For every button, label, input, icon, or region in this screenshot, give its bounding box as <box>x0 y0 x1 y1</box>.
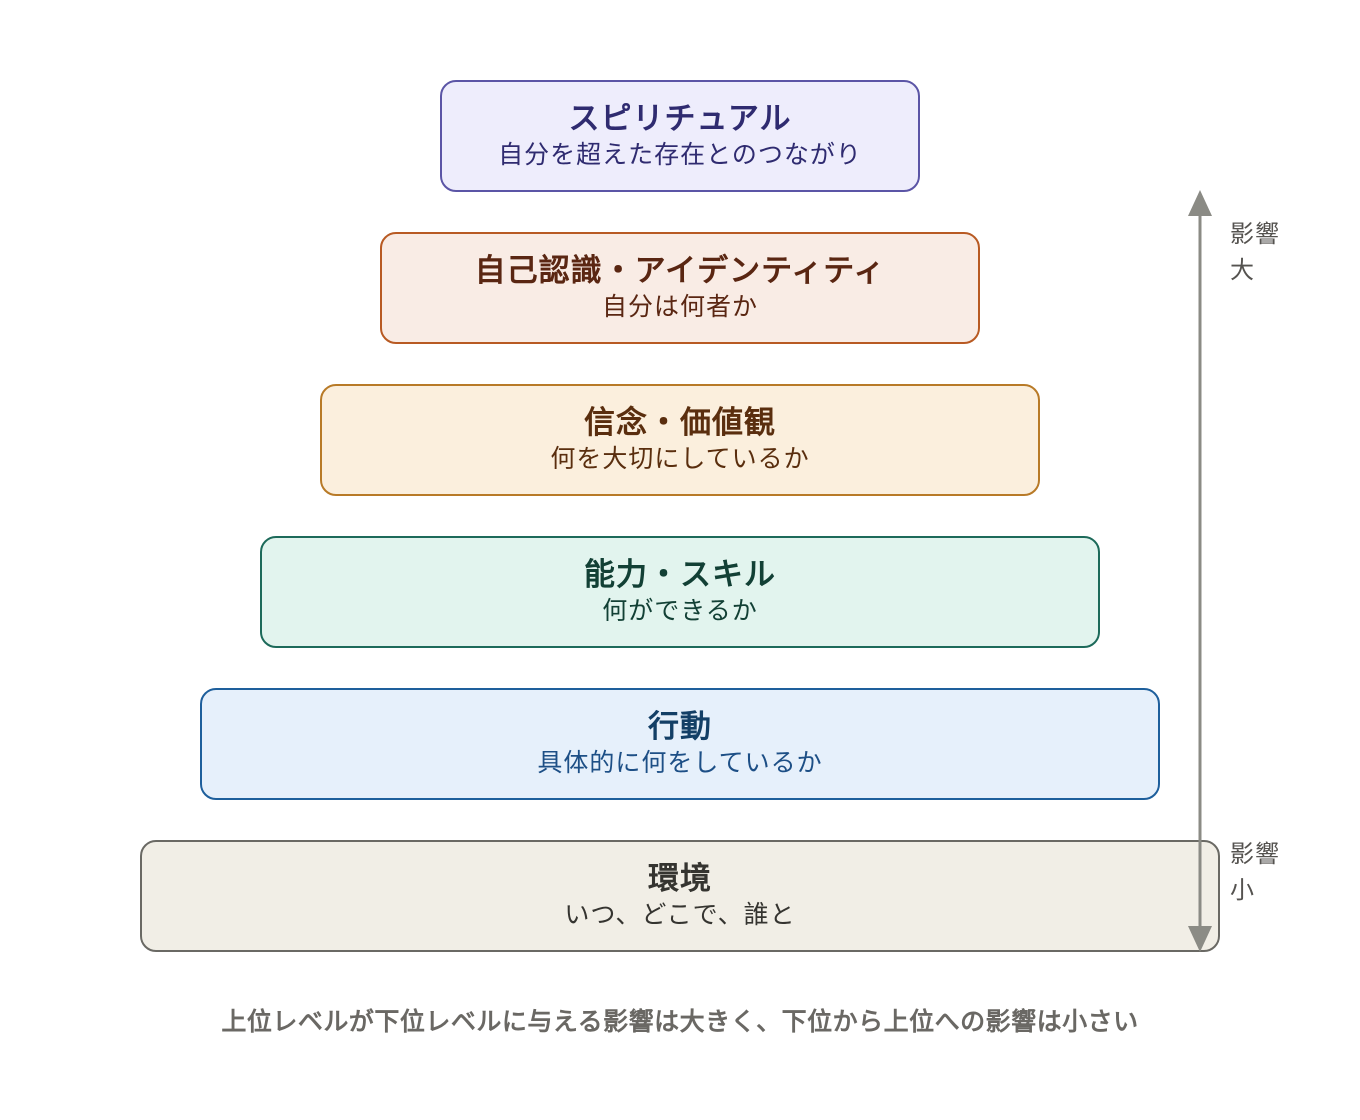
arrow-head-down-icon <box>1188 926 1212 952</box>
level-beliefs-values: 信念・価値観 何を大切にしているか <box>320 384 1040 496</box>
level-title: 能力・スキル <box>584 557 776 593</box>
arrow-head-up-icon <box>1188 190 1212 216</box>
influence-high-line1: 影響 <box>1230 220 1280 248</box>
level-subtitle: いつ、どこで、誰と <box>564 900 796 929</box>
level-title: 環境 <box>648 861 712 897</box>
level-subtitle: 自分は何者か <box>601 292 758 321</box>
level-subtitle: 何ができるか <box>602 596 758 625</box>
level-title: 行動 <box>648 709 712 745</box>
level-subtitle: 具体的に何をしているか <box>537 748 823 777</box>
level-title: 自己認識・アイデンティティ <box>474 253 886 289</box>
level-capabilities: 能力・スキル 何ができるか <box>260 536 1100 648</box>
level-subtitle: 何を大切にしているか <box>550 444 810 473</box>
level-spiritual: スピリチュアル 自分を超えた存在とのつながり <box>440 80 920 192</box>
level-identity: 自己認識・アイデンティティ 自分は何者か <box>380 232 980 344</box>
influence-arrow-icon <box>1188 190 1212 952</box>
level-behavior: 行動 具体的に何をしているか <box>200 688 1160 800</box>
influence-high-label: 影響 大 <box>1230 216 1290 288</box>
level-title: 信念・価値観 <box>584 405 776 441</box>
level-title: スピリチュアル <box>568 101 792 137</box>
influence-low-label: 影響 小 <box>1230 836 1290 908</box>
level-subtitle: 自分を超えた存在とのつながり <box>498 140 862 169</box>
influence-low-line1: 影響 <box>1230 840 1280 868</box>
influence-high-line2: 大 <box>1230 256 1255 284</box>
diagram-caption: 上位レベルが下位レベルに与える影響は大きく、下位から上位への影響は小さい <box>221 1007 1139 1036</box>
level-environment: 環境 いつ、どこで、誰と <box>140 840 1220 952</box>
influence-low-line2: 小 <box>1230 876 1255 904</box>
